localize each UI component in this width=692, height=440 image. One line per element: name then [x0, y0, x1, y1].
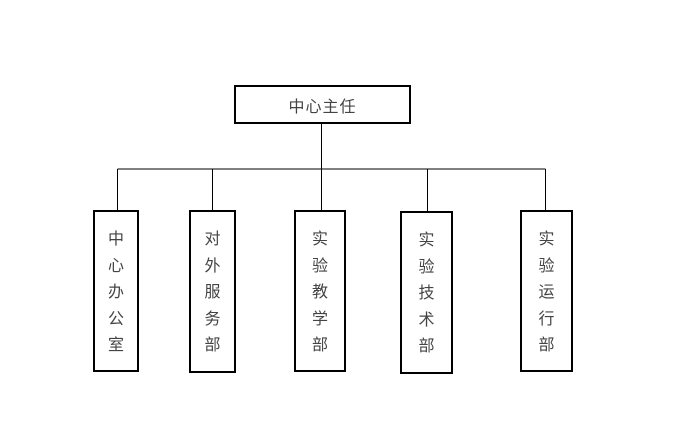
root-node: 中心主任	[234, 85, 411, 124]
child-node-label: 中心办公室	[107, 229, 124, 354]
child-node-label: 实验运行部	[538, 229, 555, 354]
child-node-lab-operations: 实验运行部	[520, 210, 573, 372]
root-node-label: 中心主任	[288, 96, 357, 116]
child-node-label: 实验技术部	[418, 230, 435, 355]
child-node-label: 对外服务部	[204, 229, 221, 354]
child-node-lab-technology: 实验技术部	[400, 211, 453, 374]
child-node-external-services: 对外服务部	[189, 210, 236, 373]
child-node-label: 实验教学部	[311, 229, 328, 354]
child-node-lab-teaching: 实验教学部	[294, 210, 346, 372]
child-node-office: 中心办公室	[93, 210, 139, 372]
